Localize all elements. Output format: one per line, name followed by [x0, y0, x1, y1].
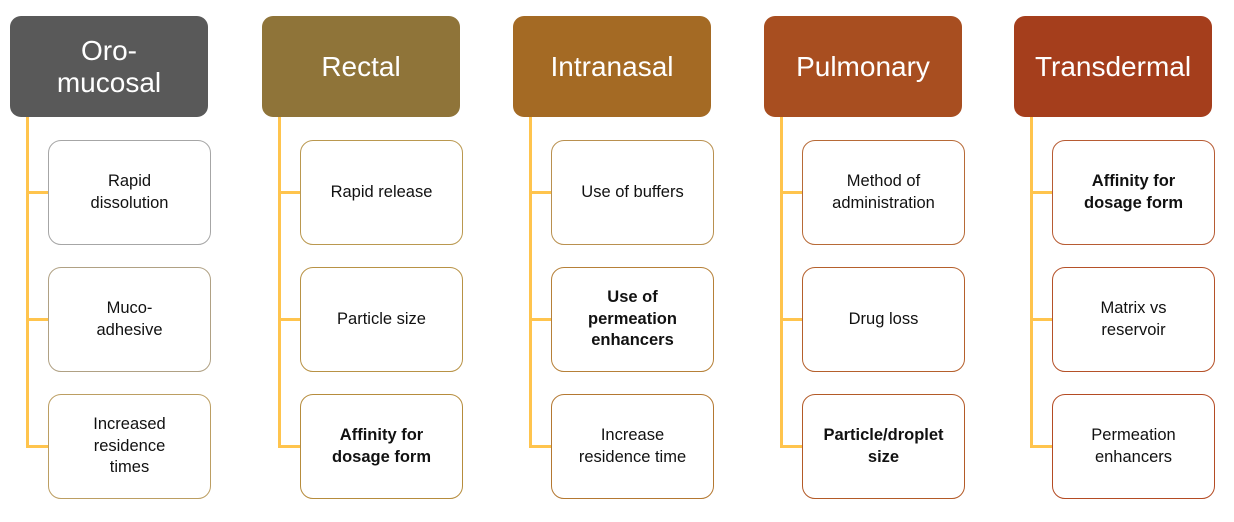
connector-branch-line [529, 191, 553, 194]
child-box: Rapid dissolution [48, 140, 211, 245]
header-transdermal: Transdermal [1014, 16, 1212, 117]
column-rectal: Rectal Rapid release Particle size Affin… [262, 0, 514, 522]
child-box: Use of buffers [551, 140, 714, 245]
header-rectal: Rectal [262, 16, 460, 117]
connector-branch-line [1030, 191, 1054, 194]
column-intranasal: Intranasal Use of buffers Use of permeat… [513, 0, 765, 522]
connector-branch-line [1030, 445, 1054, 448]
header-oro-mucosal: Oro- mucosal [10, 16, 208, 117]
connector-branch-line [278, 318, 302, 321]
connector-branch-line [529, 445, 553, 448]
column-transdermal: Transdermal Affinity for dosage form Mat… [1014, 0, 1234, 522]
child-box: Increase residence time [551, 394, 714, 499]
connector-branch-line [780, 191, 804, 194]
child-box: Muco- adhesive [48, 267, 211, 372]
connector-vertical-line [26, 115, 29, 447]
child-box: Rapid release [300, 140, 463, 245]
header-intranasal: Intranasal [513, 16, 711, 117]
child-box: Drug loss [802, 267, 965, 372]
connector-vertical-line [278, 115, 281, 447]
column-pulmonary: Pulmonary Method of administration Drug … [764, 0, 1016, 522]
connector-branch-line [26, 191, 50, 194]
connector-branch-line [1030, 318, 1054, 321]
connector-vertical-line [780, 115, 783, 447]
column-oro-mucosal: Oro- mucosal Rapid dissolution Muco- adh… [10, 0, 262, 522]
connector-branch-line [780, 445, 804, 448]
child-box: Particle/droplet size [802, 394, 965, 499]
connector-branch-line [26, 445, 50, 448]
connector-vertical-line [1030, 115, 1033, 447]
child-box: Particle size [300, 267, 463, 372]
child-box: Affinity for dosage form [1052, 140, 1215, 245]
child-box: Matrix vs reservoir [1052, 267, 1215, 372]
child-box: Increased residence times [48, 394, 211, 499]
child-box: Method of administration [802, 140, 965, 245]
child-box: Permeation enhancers [1052, 394, 1215, 499]
child-box: Use of permeation enhancers [551, 267, 714, 372]
connector-branch-line [278, 445, 302, 448]
connector-branch-line [26, 318, 50, 321]
header-pulmonary: Pulmonary [764, 16, 962, 117]
connector-branch-line [278, 191, 302, 194]
connector-branch-line [780, 318, 804, 321]
child-box: Affinity for dosage form [300, 394, 463, 499]
connector-vertical-line [529, 115, 532, 447]
connector-branch-line [529, 318, 553, 321]
